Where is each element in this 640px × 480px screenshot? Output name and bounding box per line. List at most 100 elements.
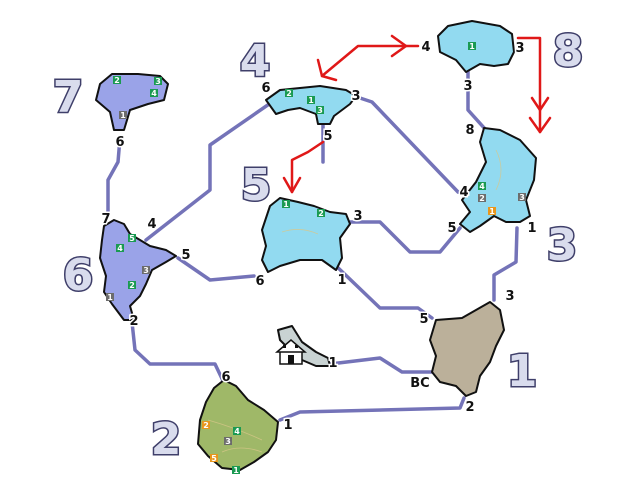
tent-icon[interactable] xyxy=(274,339,308,365)
marker-2-3[interactable]: 3 xyxy=(224,437,232,446)
exit-4-5[interactable]: 5 xyxy=(322,128,334,146)
zone-numbers: 8 7 4 5 6 3 1 2 xyxy=(51,25,585,467)
exit-1-bc[interactable]: BC xyxy=(409,375,431,393)
svg-text:3: 3 xyxy=(317,106,323,115)
arrow-4-to-5-line xyxy=(290,140,325,194)
marker-4-2[interactable]: 2 xyxy=(285,89,293,98)
svg-text:1: 1 xyxy=(308,96,314,105)
exit-8-3[interactable]: 3 xyxy=(514,40,526,58)
zone-label-3: 3 xyxy=(547,220,578,271)
marker-6-2[interactable]: 2 xyxy=(128,281,136,290)
exit-7-6[interactable]: 6 xyxy=(114,134,126,152)
arrow-8-to-4-line xyxy=(320,44,420,78)
zone-label-1: 1 xyxy=(507,346,538,397)
arrow-8-to-4-head-b xyxy=(316,58,338,82)
exit-3-1[interactable]: 1 xyxy=(526,220,538,238)
svg-text:3: 3 xyxy=(143,266,149,275)
svg-text:1: 1 xyxy=(283,200,289,209)
exit-2-6[interactable]: 6 xyxy=(220,369,232,387)
svg-text:4: 4 xyxy=(117,244,123,253)
exit-6-4[interactable]: 4 xyxy=(146,216,158,234)
path-6-4 xyxy=(144,98,277,242)
markers: 1 2 3 4 1 2 1 3 1 2 5 4 3 2 1 4 2 3 1 2 … xyxy=(106,42,526,475)
exit-3-5[interactable]: 5 xyxy=(446,220,458,238)
exit-4-6[interactable]: 6 xyxy=(260,80,272,98)
zone-label-8: 8 xyxy=(553,26,584,77)
zone-label-7: 7 xyxy=(53,72,84,123)
path-1-2 xyxy=(278,396,466,422)
marker-7-3[interactable]: 3 xyxy=(154,77,162,86)
path-7-6 xyxy=(106,136,122,218)
exit-1-5[interactable]: 5 xyxy=(418,311,430,329)
exit-4-3[interactable]: 3 xyxy=(350,88,362,106)
arrow-8-to-3-head-b xyxy=(528,116,552,134)
marker-3-1[interactable]: 1 xyxy=(488,207,496,216)
marker-4-1[interactable]: 1 xyxy=(307,96,315,105)
marker-7-4[interactable]: 4 xyxy=(150,89,158,98)
exit-8-4[interactable]: 4 xyxy=(420,39,432,57)
zone-label-4: 4 xyxy=(240,36,271,87)
exit-5-1[interactable]: 1 xyxy=(336,272,348,290)
path-8-3 xyxy=(466,66,488,132)
marker-6-1[interactable]: 1 xyxy=(106,293,114,302)
svg-text:3: 3 xyxy=(519,193,525,202)
marker-2-4[interactable]: 4 xyxy=(233,427,241,436)
exit-1-2[interactable]: 2 xyxy=(464,399,476,417)
svg-text:3: 3 xyxy=(155,77,161,86)
zone-label-6: 6 xyxy=(63,250,94,301)
exit-8-3b[interactable]: 3 xyxy=(462,78,474,96)
path-6-2 xyxy=(130,320,227,387)
exit-3-8[interactable]: 8 xyxy=(464,122,476,140)
marker-2-1[interactable]: 1 xyxy=(232,466,240,475)
svg-text:2: 2 xyxy=(286,89,292,98)
exit-3-4[interactable]: 4 xyxy=(458,184,470,202)
marker-5-2[interactable]: 2 xyxy=(317,209,325,218)
arrow-8-to-4-head-a xyxy=(390,34,408,58)
path-5-1 xyxy=(330,260,434,320)
svg-text:4: 4 xyxy=(234,427,240,436)
zone-1-shape xyxy=(429,301,505,397)
marker-4-3[interactable]: 3 xyxy=(316,106,324,115)
marker-3-2[interactable]: 2 xyxy=(478,194,486,203)
zone-6-shape xyxy=(99,219,177,321)
marker-3-3[interactable]: 3 xyxy=(518,193,526,202)
svg-text:4: 4 xyxy=(151,89,157,98)
zone-label-5: 5 xyxy=(241,160,272,211)
marker-5-1[interactable]: 1 xyxy=(282,200,290,209)
marker-2-5[interactable]: 5 xyxy=(210,454,218,463)
svg-text:5: 5 xyxy=(211,454,217,463)
zone-5-shape xyxy=(261,197,351,273)
marker-6-3[interactable]: 3 xyxy=(142,266,150,275)
zone-3-shape xyxy=(459,127,537,233)
marker-3-4[interactable]: 4 xyxy=(478,182,486,191)
exit-2-1[interactable]: 1 xyxy=(282,417,294,435)
arrow-8-to-3-head-a xyxy=(530,96,550,112)
exit-3-3[interactable]: 3 xyxy=(504,288,516,306)
svg-text:1: 1 xyxy=(107,293,113,302)
marker-6-5[interactable]: 5 xyxy=(128,234,136,243)
exit-6-7[interactable]: 7 xyxy=(100,211,112,229)
path-5-3 xyxy=(348,220,462,254)
exit-5-3[interactable]: 3 xyxy=(352,208,364,226)
path-4-3 xyxy=(358,96,460,194)
marker-8-1[interactable]: 1 xyxy=(468,42,476,51)
zone-7-shape xyxy=(95,73,169,131)
exit-5-6[interactable]: 6 xyxy=(254,273,266,291)
svg-text:4: 4 xyxy=(479,182,485,191)
exit-6-2[interactable]: 2 xyxy=(128,313,140,331)
exit-6-5[interactable]: 5 xyxy=(180,247,192,265)
marker-7-2[interactable]: 2 xyxy=(113,76,121,85)
path-3-1 xyxy=(492,226,519,302)
svg-text:1: 1 xyxy=(489,207,495,216)
marker-2-2[interactable]: 2 xyxy=(202,421,210,430)
marker-6-4[interactable]: 4 xyxy=(116,244,124,253)
svg-text:3: 3 xyxy=(225,437,231,446)
exit-camp-1[interactable]: 1 xyxy=(327,355,339,373)
travel-arrows xyxy=(282,34,552,194)
marker-7-1[interactable]: 1 xyxy=(119,111,127,120)
path-camp-1 xyxy=(328,356,434,374)
exit-labels: 4 3 3 6 3 5 6 7 4 5 6 2 3 1 8 4 5 1 3 5 … xyxy=(100,39,538,435)
arrow-8-to-3-line xyxy=(516,36,542,134)
